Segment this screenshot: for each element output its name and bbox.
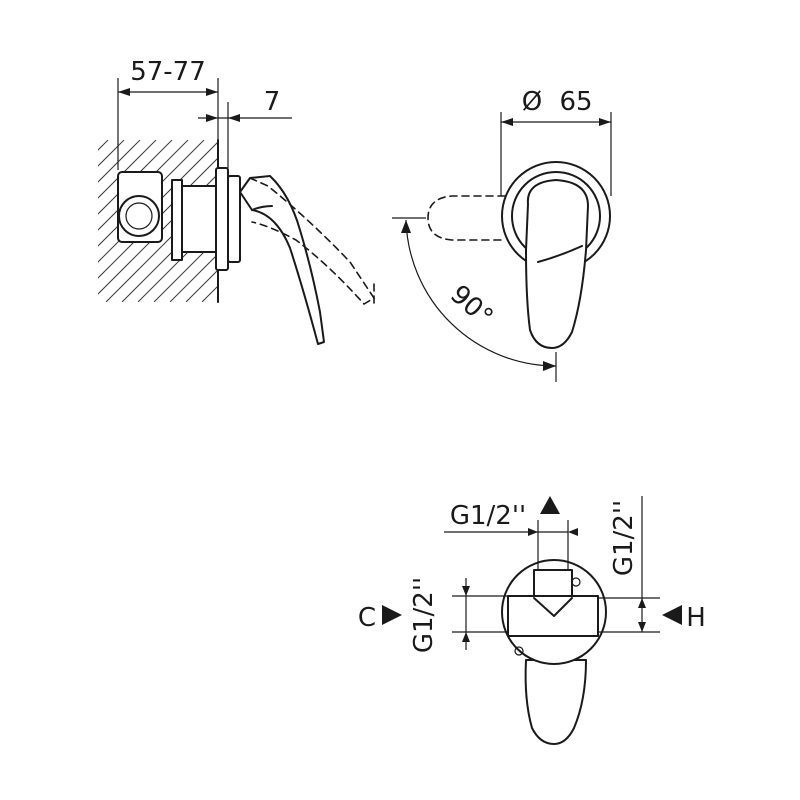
dimension-left: G1/2'' C bbox=[358, 577, 508, 653]
dimension-diameter: Ø 65 bbox=[500, 87, 612, 196]
valve-body bbox=[117, 167, 241, 271]
hatch-line bbox=[153, 140, 218, 302]
handle-front bbox=[525, 179, 589, 349]
hatch-line bbox=[0, 140, 60, 302]
hatch-line bbox=[169, 140, 218, 302]
handle-side bbox=[239, 175, 325, 345]
handle-front-detail bbox=[537, 245, 583, 263]
depth-label: 57-77 bbox=[130, 57, 206, 87]
right-thread: G1/2'' bbox=[609, 500, 639, 576]
hatch-line bbox=[98, 140, 125, 302]
hatch-line bbox=[0, 140, 92, 302]
hatch-line bbox=[0, 140, 76, 302]
hatch-line bbox=[137, 140, 218, 302]
cold-arrow-icon bbox=[382, 605, 402, 625]
outlet-arrow-icon bbox=[540, 496, 560, 514]
handle-connection bbox=[524, 659, 587, 745]
top-outlet-thread: G1/2'' bbox=[450, 501, 526, 531]
connection-view: G1/2'' G1/2'' H G1/2'' C bbox=[358, 496, 706, 745]
connection-body bbox=[507, 569, 599, 656]
dimension-depth: 57-77 bbox=[117, 57, 219, 170]
diameter-value: 65 bbox=[559, 87, 592, 117]
dimension-right: G1/2'' H bbox=[598, 496, 706, 633]
hatch-line bbox=[234, 140, 396, 302]
side-view: 57-77 7 bbox=[0, 57, 396, 345]
offset-label: 7 bbox=[264, 87, 281, 117]
handle-side-rotated bbox=[249, 177, 376, 306]
handle-side-detail bbox=[251, 205, 273, 211]
hatch-line bbox=[98, 140, 189, 302]
handle-front-rotated bbox=[427, 195, 506, 241]
hot-label: H bbox=[686, 603, 706, 633]
left-thread: G1/2'' bbox=[409, 577, 439, 653]
dimension-offset: 7 bbox=[198, 87, 292, 168]
cold-label: C bbox=[358, 603, 376, 633]
hatch-line bbox=[98, 140, 157, 302]
diameter-symbol: Ø bbox=[522, 87, 542, 117]
hatch-line bbox=[98, 140, 141, 302]
hot-arrow-icon bbox=[662, 605, 682, 625]
hatch-line bbox=[98, 140, 173, 302]
front-view: Ø 65 90° bbox=[392, 87, 612, 382]
hatch-line bbox=[185, 140, 218, 302]
hatch-line bbox=[98, 140, 109, 302]
dimension-top-outlet: G1/2'' bbox=[444, 496, 578, 570]
